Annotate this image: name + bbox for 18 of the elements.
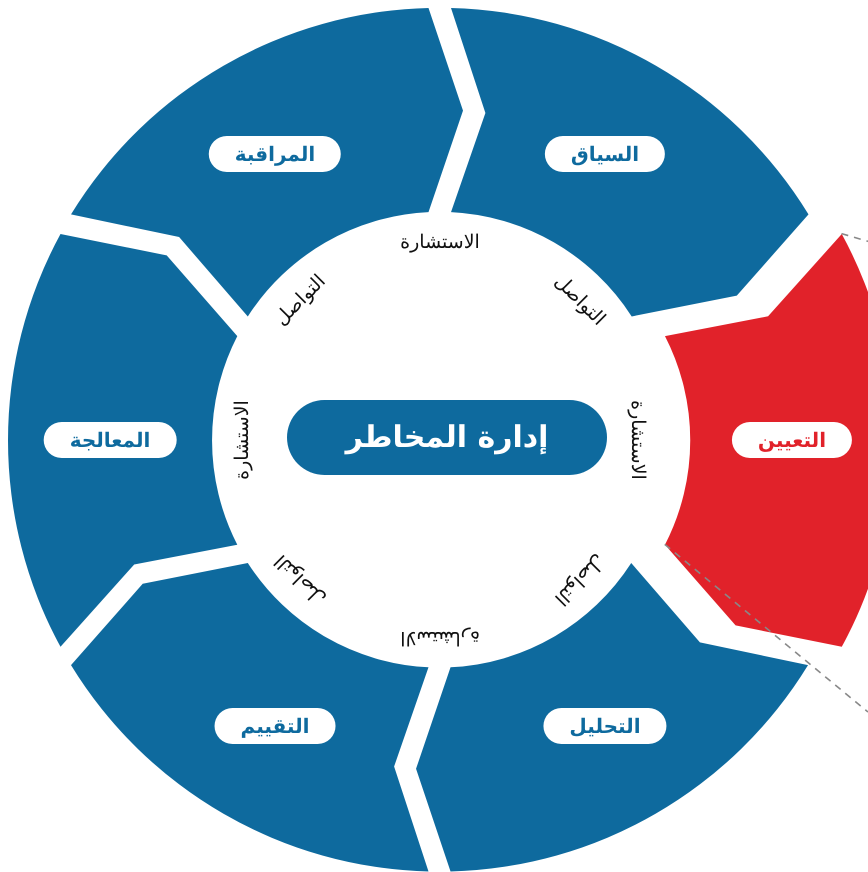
- stage-label: التحليل: [543, 708, 667, 744]
- ring-label: التواصل: [550, 550, 610, 610]
- center-pill: إدارة المخاطر: [287, 400, 607, 475]
- stage-label: التقييم: [214, 708, 336, 744]
- dashed-leader-line: [664, 544, 868, 713]
- dashed-leader-line: [841, 232, 868, 242]
- ring-label: الاستشارة: [400, 231, 480, 253]
- ring-label: الاستشارة: [231, 400, 253, 480]
- ring-label: الاستشارة: [400, 627, 480, 649]
- ring-label: التواصل: [270, 550, 330, 610]
- stage-label: السياق: [544, 136, 666, 172]
- stage-label: المعالجة: [44, 422, 176, 458]
- ring-label: الاستشارة: [627, 400, 649, 480]
- cycle-segment: [664, 234, 868, 646]
- stage-label: التعيين: [732, 422, 852, 458]
- ring-label: التواصل: [550, 270, 610, 330]
- ring-label: التواصل: [270, 270, 330, 330]
- stage-label: المراقبة: [208, 136, 342, 172]
